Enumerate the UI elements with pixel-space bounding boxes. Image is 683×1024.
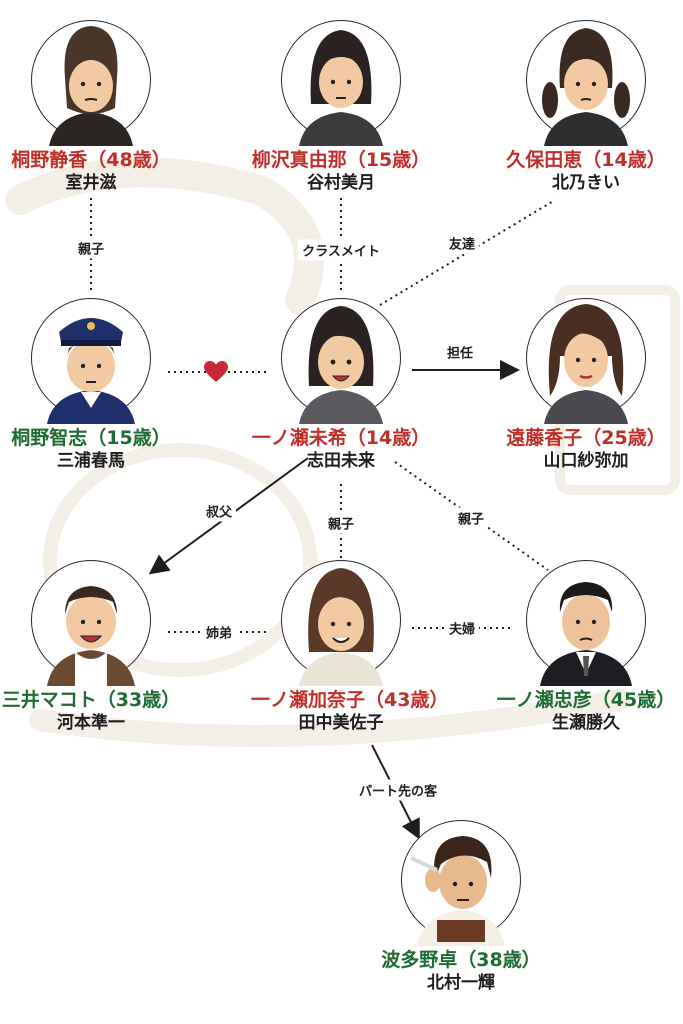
relation-label-makoto-kanako: 姉弟 xyxy=(201,621,237,643)
relation-label-miki-tadahiko: 親子 xyxy=(453,507,489,529)
man-in-suit-portrait-icon xyxy=(516,548,656,688)
man-smoking-portrait-icon xyxy=(391,808,531,948)
person-ichinose-miki: 一ノ瀬未希（14歳） 志田未来 xyxy=(251,286,431,472)
actor-name: 河本準一 xyxy=(57,713,125,733)
actor-name: 生瀬勝久 xyxy=(552,713,620,733)
girl-portrait-icon xyxy=(271,286,411,426)
actor-name: 室井滋 xyxy=(65,173,117,193)
person-name: 桐野静香（48歳） xyxy=(11,149,171,171)
person-kirino-satoshi: 桐野智志（15歳） 三浦春馬 xyxy=(1,286,181,472)
actor-name: 北乃きい xyxy=(552,173,620,193)
woman-portrait-icon xyxy=(271,548,411,688)
girl-portrait-icon xyxy=(271,8,411,148)
person-name: 一ノ瀬加奈子（43歳） xyxy=(251,689,449,711)
heart-icon xyxy=(204,361,228,382)
relation-label-miki-megumi: 友達 xyxy=(444,232,480,254)
actor-name: 田中美佐子 xyxy=(298,713,384,733)
actor-name: 北村一輝 xyxy=(427,973,495,993)
person-name: 三井マコト（33歳） xyxy=(1,689,181,711)
person-name: 桐野智志（15歳） xyxy=(11,427,171,449)
actor-name: 谷村美月 xyxy=(307,173,375,193)
person-yanagisawa-mayuna: 柳沢真由那（15歳） 谷村美月 xyxy=(251,8,431,194)
person-endo-kyoko: 遠藤香子（25歳） 山口紗弥加 xyxy=(496,286,676,472)
man-portrait-icon xyxy=(21,548,161,688)
woman-portrait-icon xyxy=(516,286,656,426)
actor-name: 山口紗弥加 xyxy=(543,451,629,471)
girl-portrait-icon xyxy=(516,8,656,148)
relation-label-miki-kanako: 親子 xyxy=(323,512,359,534)
relation-label-miki-mayuna: クラスメイト xyxy=(298,239,384,261)
relation-label-miki-makoto: 叔父 xyxy=(201,500,237,522)
person-name: 久保田恵（14歳） xyxy=(506,149,666,171)
person-name: 一ノ瀬忠彦（45歳） xyxy=(496,689,676,711)
relation-label-shizuka-satoshi: 親子 xyxy=(73,237,109,259)
line-miki-tadahiko xyxy=(394,461,549,571)
person-mitsui-makoto: 三井マコト（33歳） 河本準一 xyxy=(1,548,181,734)
person-name: 一ノ瀬未希（14歳） xyxy=(251,427,431,449)
person-hatano-taku: 波多野卓（38歳） 北村一輝 xyxy=(371,808,551,994)
person-ichinose-kanako: 一ノ瀬加奈子（43歳） 田中美佐子 xyxy=(251,548,449,734)
boy-in-cap-portrait-icon xyxy=(21,286,161,426)
relation-label-miki-kyoko: 担任 xyxy=(446,346,474,362)
person-ichinose-tadahiko: 一ノ瀬忠彦（45歳） 生瀬勝久 xyxy=(496,548,676,734)
person-kirino-shizuka: 桐野静香（48歳） 室井滋 xyxy=(1,8,181,194)
person-name: 遠藤香子（25歳） xyxy=(506,427,666,449)
actor-name: 志田未来 xyxy=(307,451,375,471)
person-name: 波多野卓（38歳） xyxy=(381,949,541,971)
woman-portrait-icon xyxy=(21,8,161,148)
relation-label-kanako-taku: パート先の客 xyxy=(354,779,442,801)
actor-name: 三浦春馬 xyxy=(57,451,125,471)
relation-label-kanako-tadahiko: 夫婦 xyxy=(444,617,480,639)
person-name: 柳沢真由那（15歳） xyxy=(251,149,431,171)
person-kubota-megumi: 久保田恵（14歳） 北乃きい xyxy=(496,8,676,194)
